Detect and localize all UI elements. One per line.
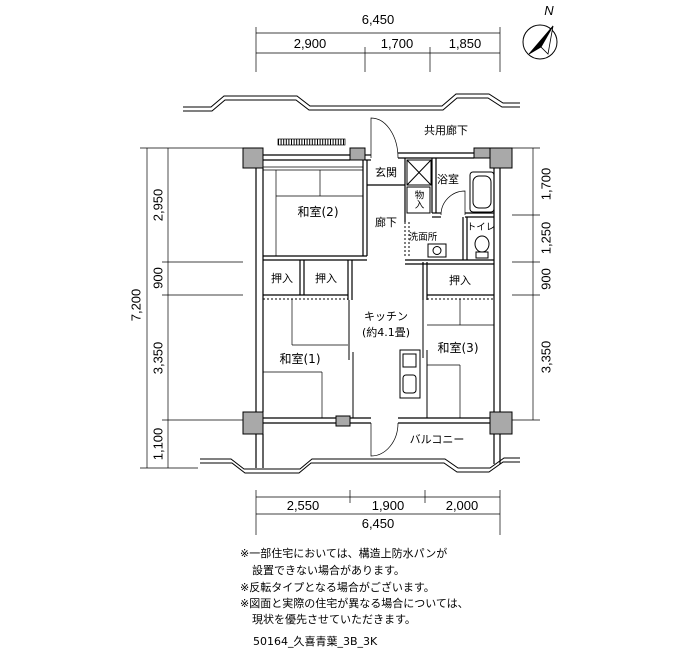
balcony-door-swing xyxy=(370,422,399,457)
column xyxy=(242,147,264,169)
column xyxy=(349,147,366,161)
washitsu-1-label: 和室(1) xyxy=(280,351,321,366)
right-dimension-lines xyxy=(512,147,540,421)
bathtub-icon xyxy=(469,171,495,213)
note-line: 現状を優先させていただきます。 xyxy=(252,612,416,626)
pipe-shaft xyxy=(473,147,491,159)
balcony-side-walls xyxy=(255,434,501,468)
bathroom-door-swing xyxy=(440,190,466,216)
bathroom-label: 浴室 xyxy=(437,172,459,186)
top-dimension-segment: 2,900 xyxy=(294,36,327,51)
note-line: 設置できない場合があります。 xyxy=(252,563,405,577)
footer-code: 50164_久喜青葉_3B_3K xyxy=(253,634,378,648)
top-total-dimension: 6,450 xyxy=(362,12,395,27)
interior-walls xyxy=(263,158,494,300)
right-dimension-segment: 3,350 xyxy=(539,341,554,374)
bottom-total-dimension: 6,450 xyxy=(362,516,395,531)
north-arrow-icon xyxy=(522,24,558,60)
storage-label: 物入 xyxy=(413,189,425,209)
toilet-label: トイレ xyxy=(467,222,496,233)
note-line: ※反転タイプとなる場合がございます。 xyxy=(240,580,435,594)
bottom-dimension-segment: 1,900 xyxy=(372,498,405,513)
common-corridor-label: 共用廊下 xyxy=(424,123,468,137)
left-dimension-segment: 3,350 xyxy=(151,342,166,375)
closet-middle-label: 押入 xyxy=(315,271,337,285)
tatami-pattern-room-3 xyxy=(427,299,494,418)
top-dimension-lines xyxy=(255,27,501,72)
left-total-dimension: 7,200 xyxy=(129,289,144,322)
storage-closet xyxy=(406,186,431,214)
column xyxy=(242,411,264,435)
column xyxy=(335,415,351,427)
tatami-pattern-room-1 xyxy=(263,299,348,418)
bottom-dimension-segment: 2,550 xyxy=(287,498,320,513)
notes: ※一部住宅においては、構造上防水パンが 設置できない場合があります。 ※反転タイ… xyxy=(240,546,469,626)
structural-columns xyxy=(242,147,513,435)
right-dimension-segment: 1,250 xyxy=(539,222,554,255)
closet-left-label: 押入 xyxy=(271,271,293,285)
hallway-label: 廊下 xyxy=(375,215,397,229)
kitchen-counter-icon xyxy=(399,349,421,399)
outer-walls xyxy=(255,152,501,424)
balcony-railing xyxy=(200,457,520,474)
toilet-icon xyxy=(474,235,490,259)
top-dimension-segment: 1,700 xyxy=(381,36,414,51)
entrance-label: 玄関 xyxy=(375,165,397,179)
left-dimension-lines xyxy=(140,147,243,469)
bottom-dimension-lines xyxy=(255,490,501,535)
sink-icon xyxy=(427,243,447,258)
note-line: ※図面と実際の住宅が異なる場合については、 xyxy=(240,596,469,610)
north-label: N xyxy=(544,3,554,18)
kitchen-label: キッチン xyxy=(364,310,408,323)
bottom-dimension-segment: 2,000 xyxy=(446,498,479,513)
washitsu-3-label: 和室(3) xyxy=(438,340,479,355)
window-hatch xyxy=(277,138,346,146)
top-dimension-segment: 1,850 xyxy=(449,36,482,51)
room-sliding-partitions xyxy=(348,300,428,418)
note-line: ※一部住宅においては、構造上防水パンが xyxy=(240,546,447,560)
washitsu-2-label: 和室(2) xyxy=(298,204,339,219)
washroom-label: 洗面所 xyxy=(409,231,438,243)
right-dimension-segment: 1,700 xyxy=(539,168,554,201)
right-dimension-segment: 900 xyxy=(539,268,554,290)
sliding-doors xyxy=(263,222,494,300)
left-dimension-segment: 2,950 xyxy=(151,189,166,222)
corridor-railing xyxy=(183,93,520,112)
closet-right-label: 押入 xyxy=(449,273,471,287)
left-dimension-segment: 1,100 xyxy=(151,428,166,461)
column xyxy=(489,147,513,169)
shoe-cabinet-icon xyxy=(406,159,432,186)
entrance-door-swing xyxy=(370,117,399,159)
kitchen-size-label: (約4.1畳) xyxy=(362,325,410,339)
tatami-pattern-room-2 xyxy=(263,166,363,256)
balcony-label: バルコニー xyxy=(410,433,465,446)
column xyxy=(489,411,513,435)
left-dimension-segment: 900 xyxy=(151,267,166,289)
